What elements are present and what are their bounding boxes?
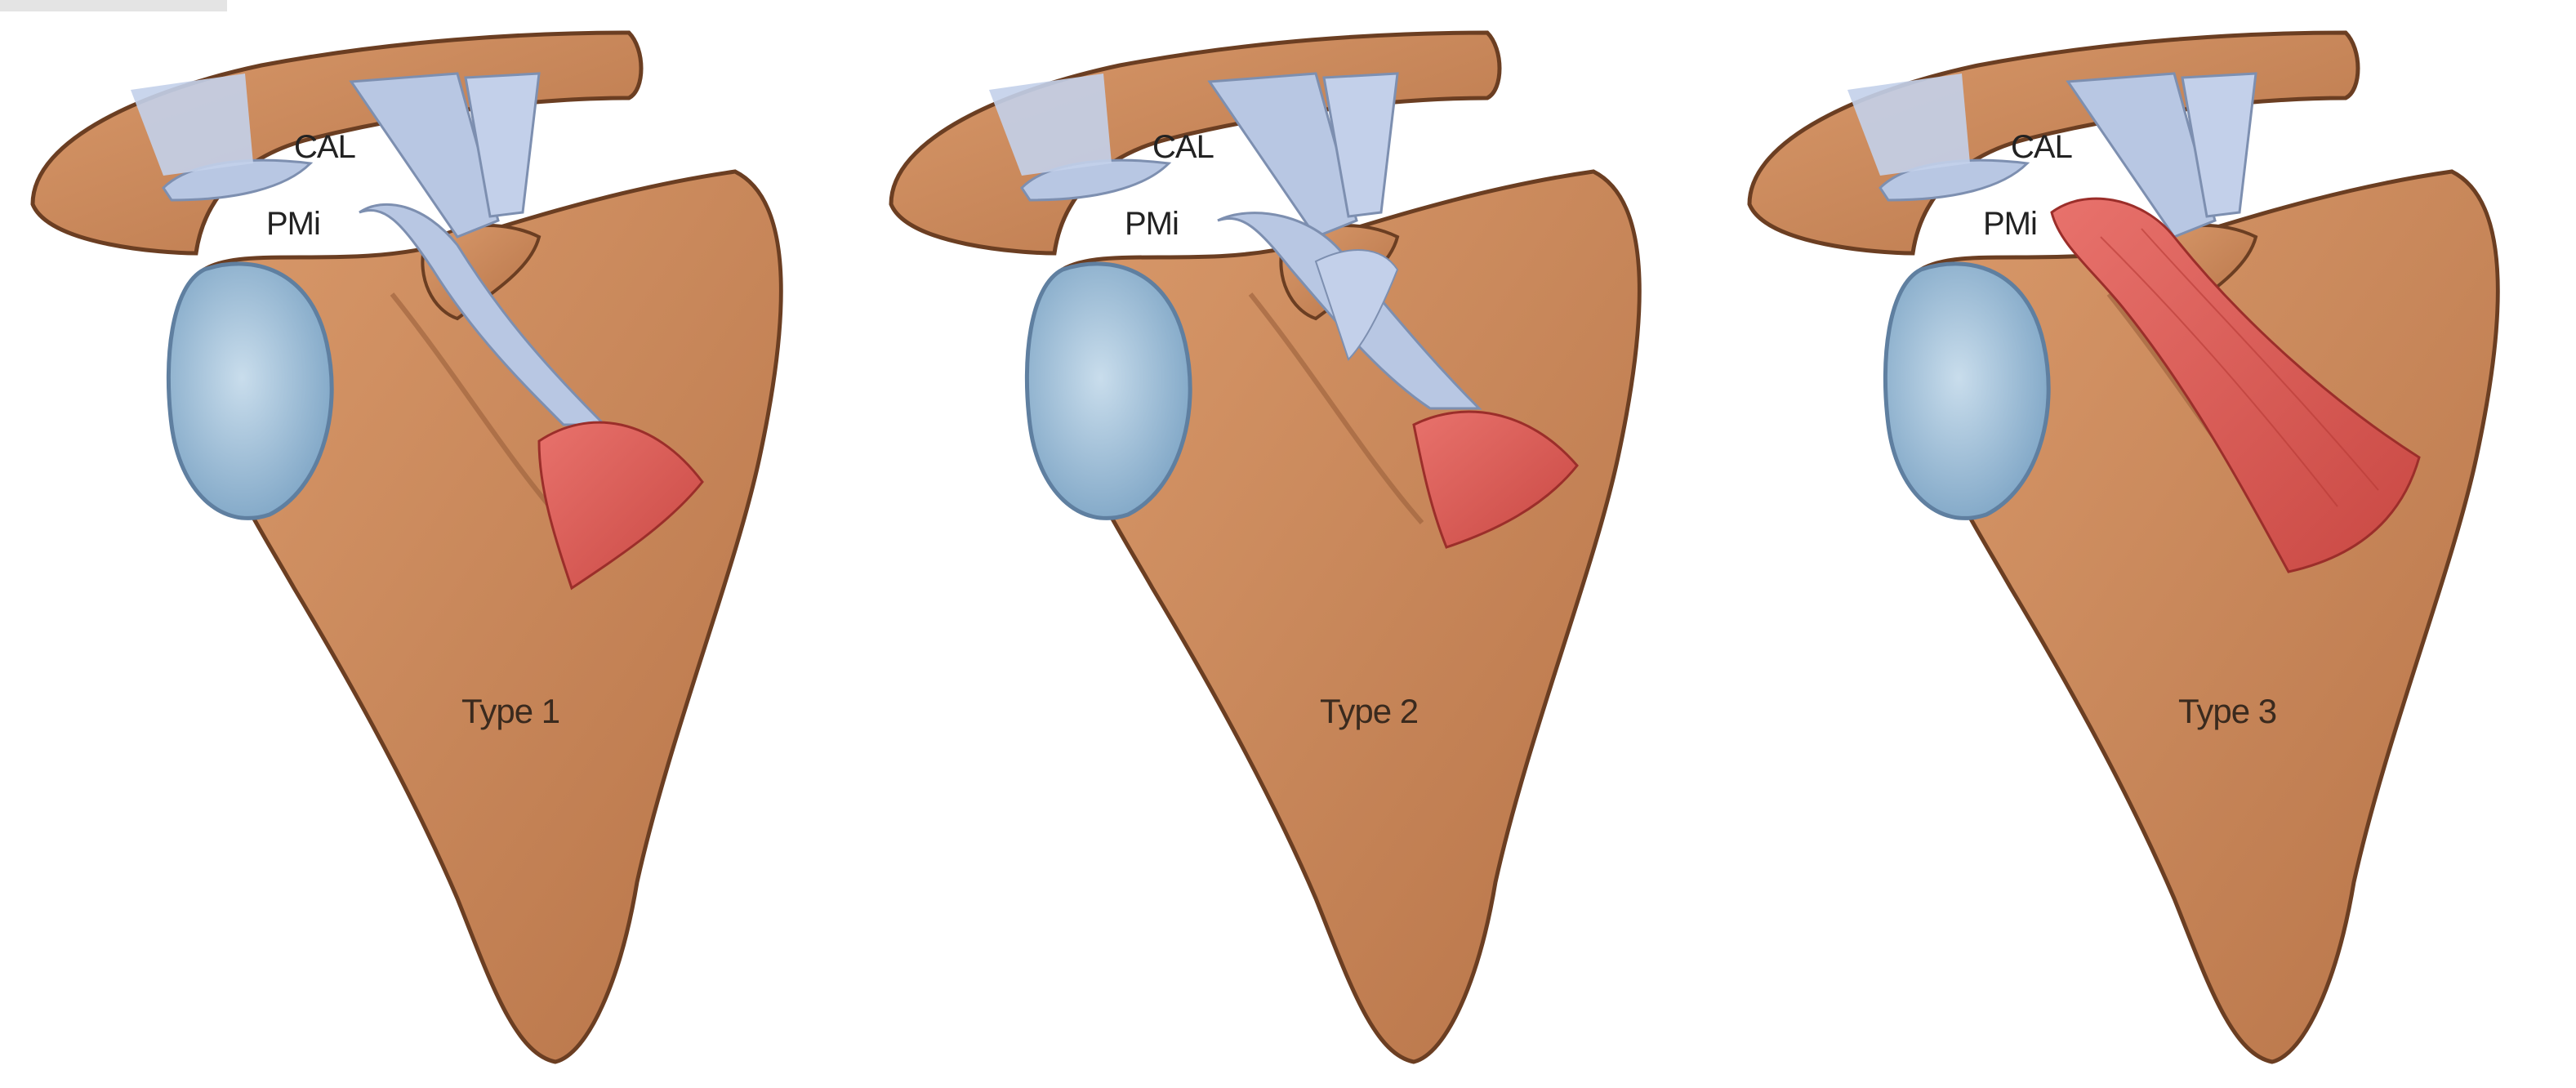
pmi-label: PMi xyxy=(266,207,320,240)
type-label: Type 2 xyxy=(1320,694,1418,729)
cal-label: CAL xyxy=(2011,131,2072,163)
scapula-illustration-type-2 xyxy=(858,0,1717,1088)
pmi-label: PMi xyxy=(1125,207,1179,240)
scapula-illustration-type-3 xyxy=(1717,0,2575,1088)
glenoid-cartilage xyxy=(1027,264,1190,518)
scapula-illustration-type-1 xyxy=(0,0,858,1088)
pmi-label: PMi xyxy=(1983,207,2037,240)
glenoid-cartilage xyxy=(168,264,332,518)
panel-type-2: CAL PMi Type 2 xyxy=(858,0,1717,1088)
cal-label: CAL xyxy=(1152,131,1214,163)
panel-type-1: CAL PMi Type 1 xyxy=(0,0,858,1088)
type-label: Type 1 xyxy=(461,694,559,729)
cal-label: CAL xyxy=(294,131,355,163)
type-label: Type 3 xyxy=(2178,694,2276,729)
panel-type-3: CAL PMi Type 3 xyxy=(1717,0,2575,1088)
glenoid-cartilage xyxy=(1885,264,2048,518)
